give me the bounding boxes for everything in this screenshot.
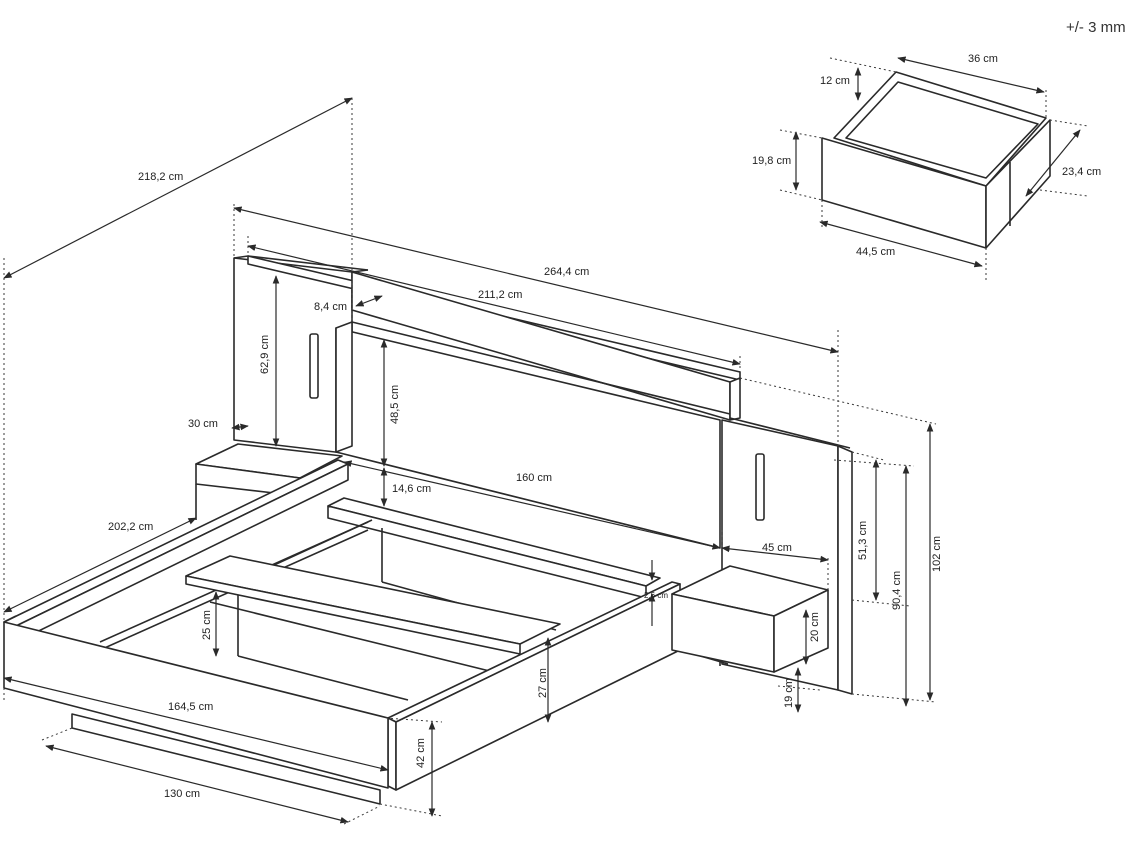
label-drawer-width: 36 cm: [968, 53, 998, 65]
label-bed-diagonal: 218,2 cm: [138, 171, 183, 183]
label-bed-length: 202,2 cm: [108, 521, 153, 533]
label-mattress-width: 160 cm: [516, 472, 552, 484]
label-drawer-depth: 23,4 cm: [1062, 166, 1101, 178]
label-overall-height: 102 cm: [931, 536, 943, 572]
label-frame-outer-width: 164,5 cm: [168, 701, 213, 713]
label-nightstand-width: 30 cm: [188, 418, 218, 430]
label-drawer-side-height: 12 cm: [820, 75, 850, 87]
label-drawer-front-height: 19,8 cm: [752, 155, 791, 167]
label-headboard-height: 48,5 cm: [389, 385, 401, 424]
tolerance-note: +/- 3 mm: [1066, 19, 1126, 36]
label-headboard-gap: 14,6 cm: [392, 483, 431, 495]
label-drawer-front-width: 44,5 cm: [856, 246, 895, 258]
label-drawer-front: 20 cm: [809, 612, 821, 642]
label-total-width: 264,4 cm: [544, 266, 589, 278]
label-lip: 2,6 cm: [644, 591, 668, 600]
label-nightstand-depth: 45 cm: [762, 542, 792, 554]
label-floor-clearance: 19 cm: [783, 678, 795, 708]
label-panel-height: 62,9 cm: [259, 335, 271, 374]
label-side-panel-height: 51,3 cm: [857, 521, 869, 560]
right-nightstand: [671, 565, 829, 673]
dimension-labels: 218,2 cm 264,4 cm 211,2 cm 8,4 cm 62,9 c…: [108, 53, 1101, 800]
label-base-width: 130 cm: [164, 788, 200, 800]
label-frame-inner-height: 25 cm: [201, 610, 213, 640]
drawer-detail: [821, 71, 1051, 249]
label-frame-height: 27 cm: [537, 668, 549, 698]
right-reading-light: [755, 453, 765, 521]
label-headboard-width: 211,2 cm: [478, 289, 522, 301]
label-headboard-offset: 8,4 cm: [314, 301, 347, 313]
left-nightstand: [195, 443, 343, 520]
label-bed-height: 42 cm: [415, 738, 427, 768]
label-height-to-top: 90,4 cm: [891, 571, 903, 610]
left-reading-light: [309, 333, 319, 399]
dimension-lines: [3, 56, 1081, 824]
